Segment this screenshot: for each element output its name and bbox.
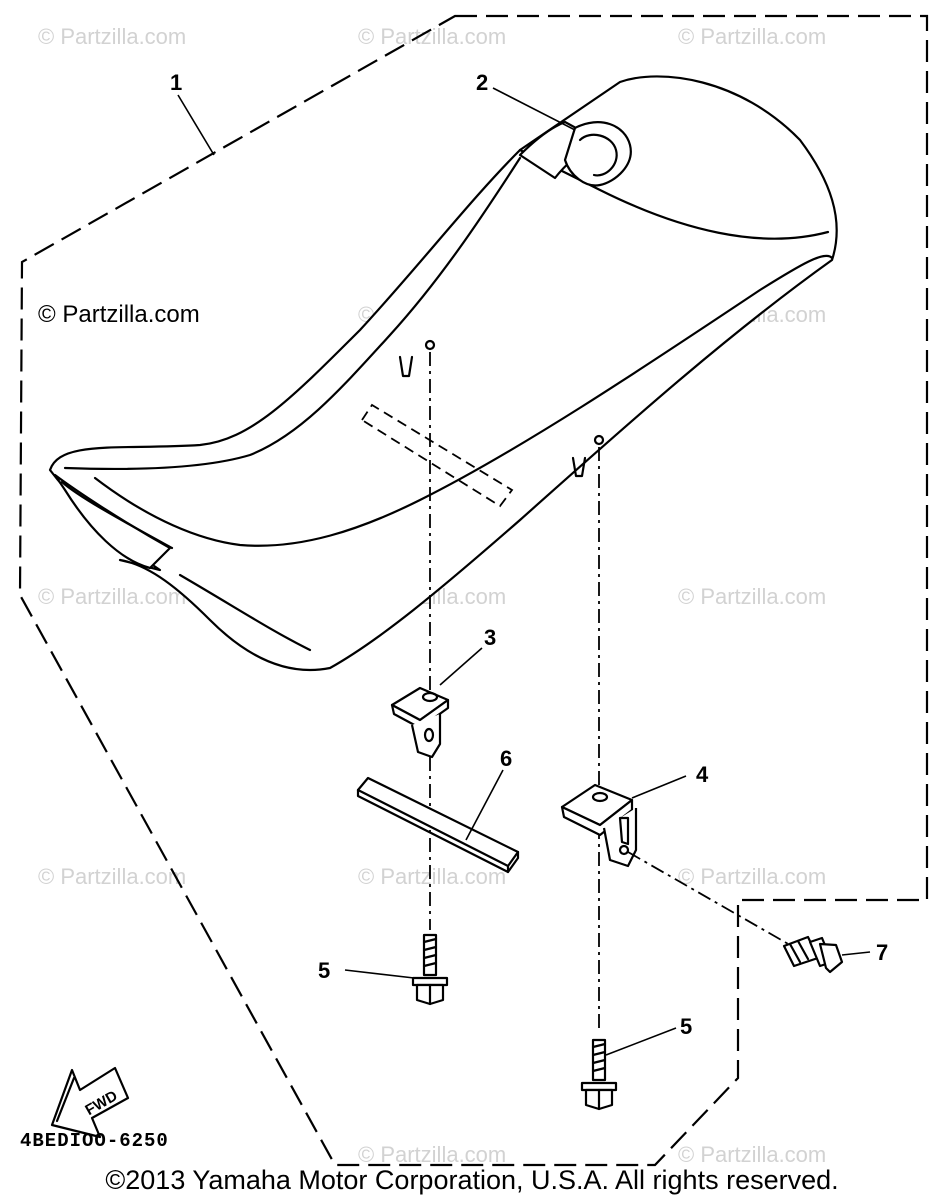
- copyright-notice: ©2013 Yamaha Motor Corporation, U.S.A. A…: [105, 1165, 839, 1195]
- callout-6: 6: [500, 746, 512, 771]
- watermark-faint: © Partzilla.com: [358, 1142, 506, 1167]
- watermark-faint: © Partzilla.com: [678, 1142, 826, 1167]
- callout-4: 4: [696, 762, 709, 787]
- bolt-part-5-right: [580, 1038, 618, 1111]
- watermark-faint: © Partzilla.com: [678, 584, 826, 609]
- strip-part-6: [356, 776, 520, 874]
- bracket-part-4: [560, 783, 638, 868]
- diagram-code: 4BEDIOO-6250: [20, 1130, 169, 1152]
- seat-body: [48, 75, 838, 672]
- watermark-main: © Partzilla.com: [38, 301, 200, 328]
- seat-band-part-2: [518, 120, 632, 187]
- watermark-faint: © Partzilla.com: [358, 864, 506, 889]
- leader-lines: [177, 87, 871, 1056]
- callout-1: 1: [170, 70, 182, 95]
- callout-7: 7: [876, 940, 888, 965]
- watermark-faint: © Partzilla.com: [38, 584, 186, 609]
- watermark-faint: © Partzilla.com: [678, 864, 826, 889]
- watermark-faint: © Partzilla.com: [678, 24, 826, 49]
- callout-5-right: 5: [680, 1014, 692, 1039]
- bracket-part-3: [390, 686, 450, 759]
- callout-2: 2: [476, 70, 488, 95]
- watermark-faint: © Partzilla.com: [38, 24, 186, 49]
- assembly-boundary: [18, 14, 929, 1167]
- watermark-faint: © Partzilla.com: [38, 864, 186, 889]
- fwd-arrow-icon: FWD: [50, 1066, 130, 1139]
- bolt-part-5-left: [411, 933, 449, 1006]
- callout-5-left: 5: [318, 958, 330, 983]
- watermark-faint: © Partzilla.com: [358, 24, 506, 49]
- callout-numbers: 1 2 3 4 5 5 6 7: [170, 70, 888, 1039]
- bolt-part-7: [627, 851, 844, 974]
- callout-3: 3: [484, 625, 496, 650]
